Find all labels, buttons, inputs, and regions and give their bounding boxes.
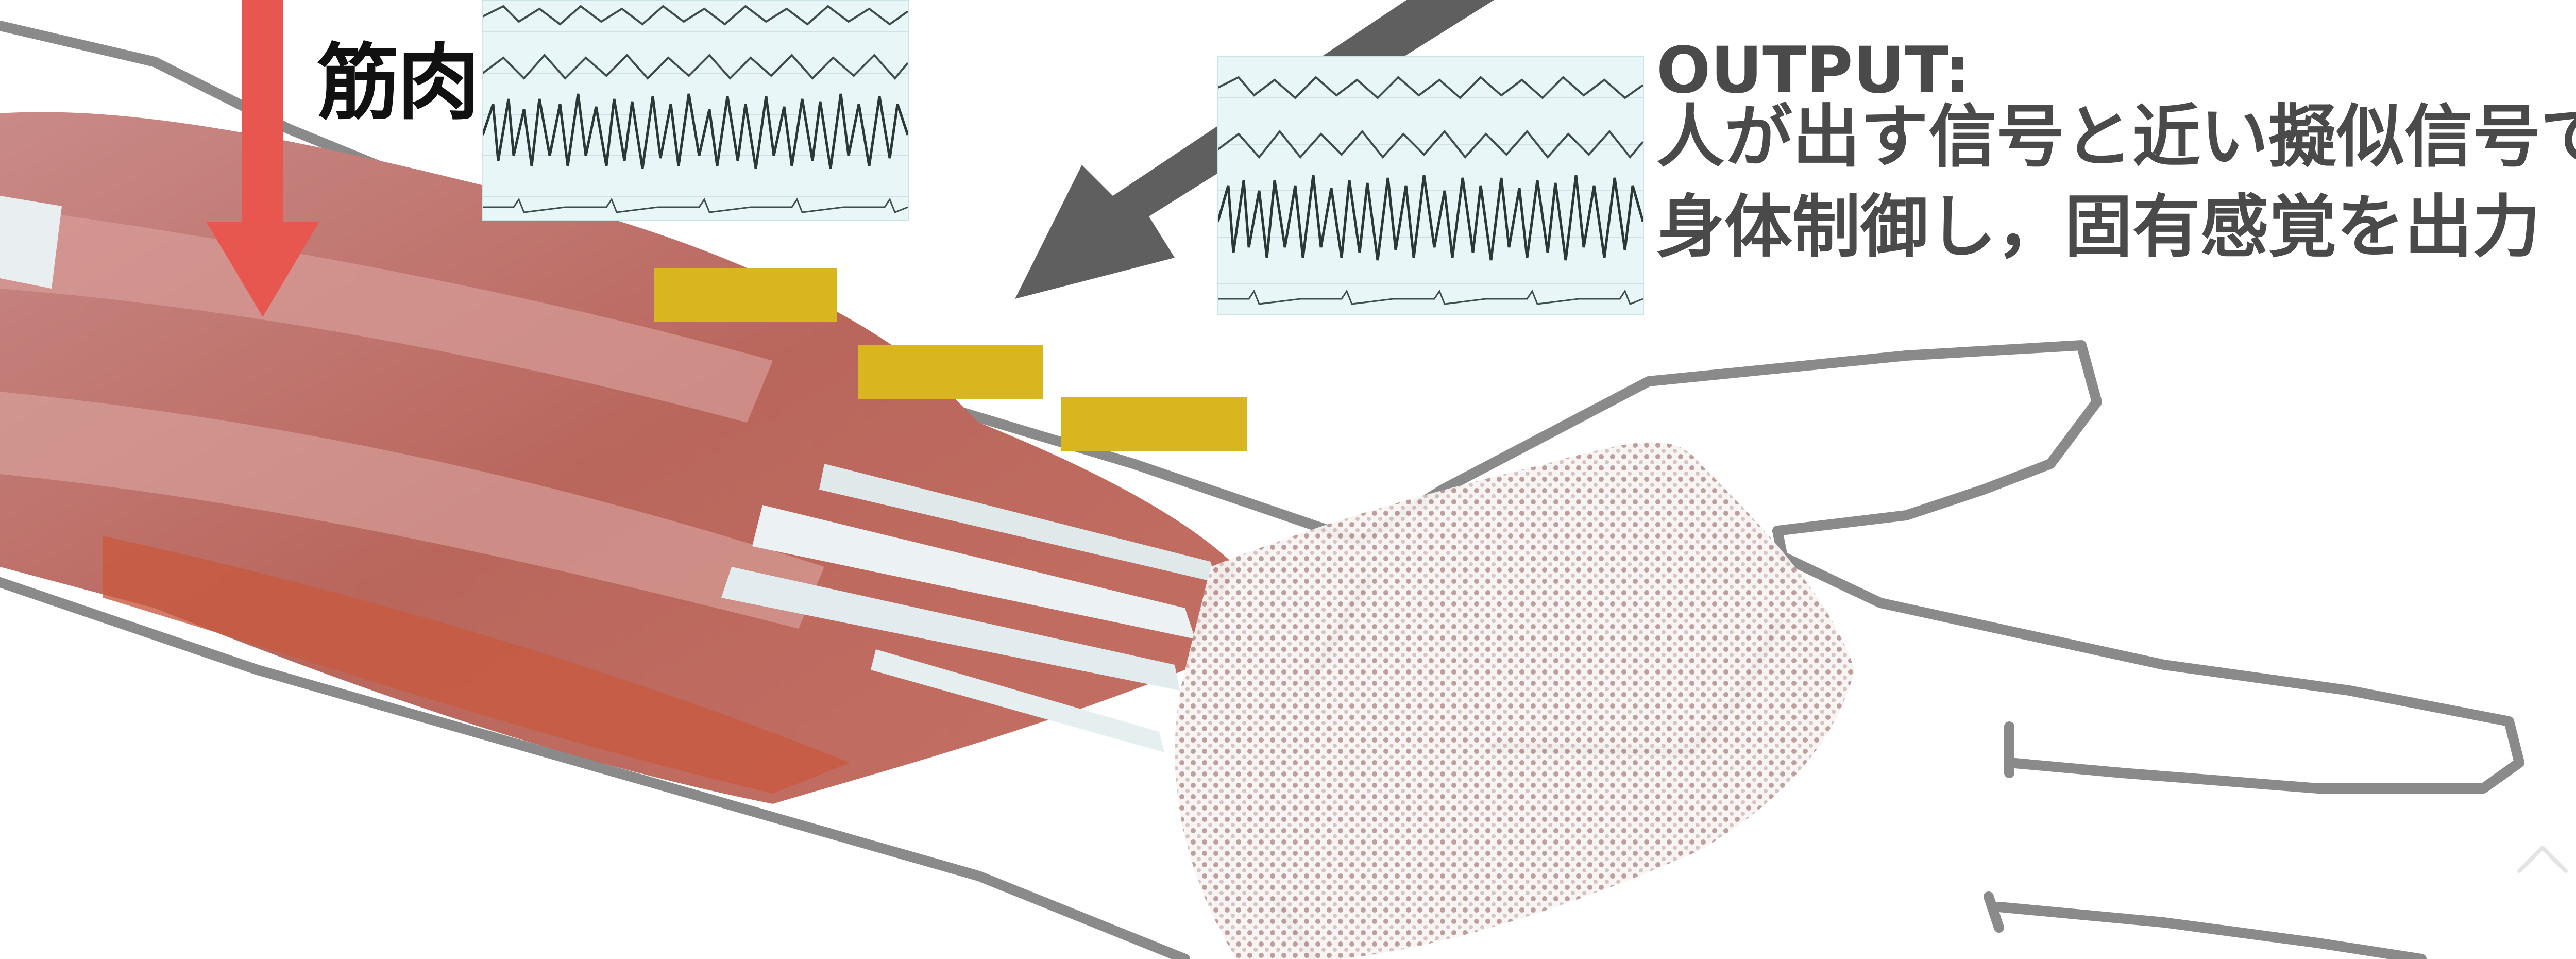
signal-marker-1 xyxy=(654,268,837,322)
emg-signal-image-left xyxy=(482,0,909,221)
muscle-label: 筋肉 xyxy=(317,41,478,124)
chevron-up-icon[interactable] xyxy=(2514,835,2571,876)
arrow-down-icon xyxy=(206,0,319,319)
output-description-line-1: 人が出す信号と近い擬似信号で xyxy=(1656,103,2576,171)
signal-marker-2 xyxy=(858,345,1043,399)
hand-dotted xyxy=(1175,442,1855,959)
emg-signal-image-right xyxy=(1217,56,1644,315)
output-description-line-2: 身体制御し，固有感覚を出力 xyxy=(1656,193,2540,261)
output-title: OUTPUT: xyxy=(1656,39,1971,103)
signal-marker-3 xyxy=(1061,397,1247,451)
